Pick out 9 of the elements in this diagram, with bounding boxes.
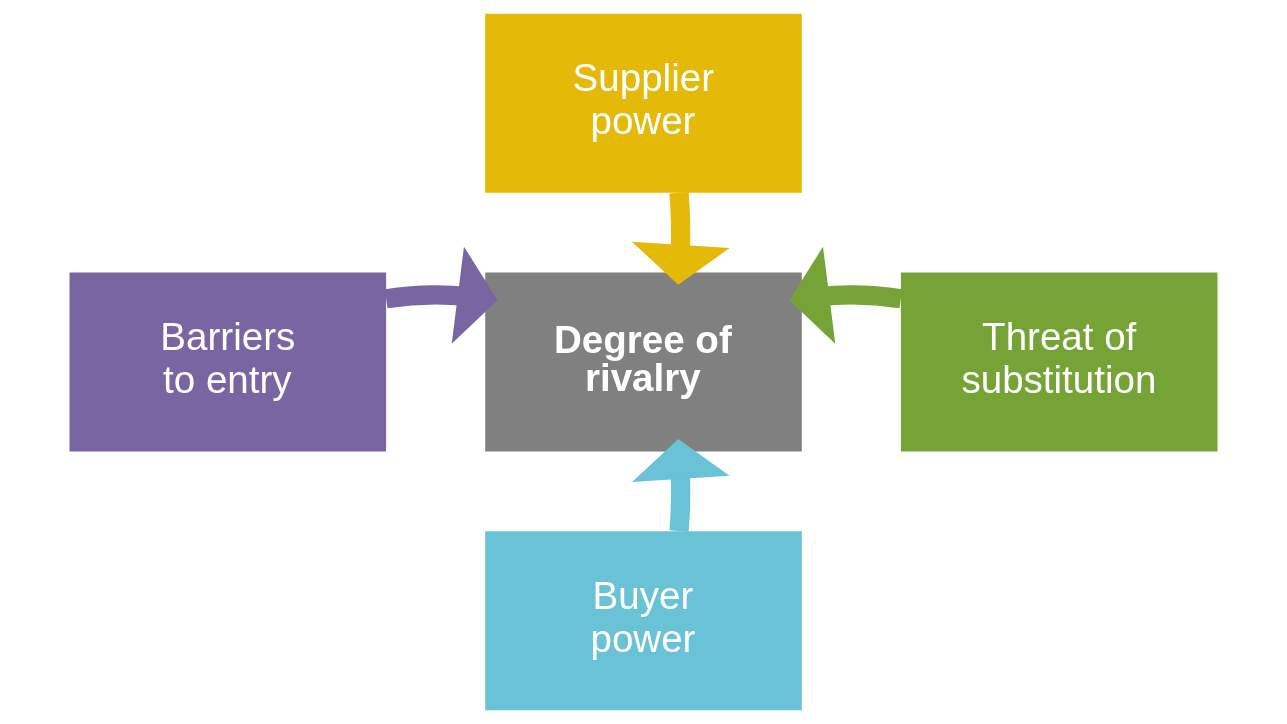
arrow [631, 191, 730, 285]
node-box: Threat of substitution [900, 272, 1218, 452]
arrow [789, 246, 903, 344]
arrow [384, 246, 498, 344]
arrow [631, 439, 730, 532]
node-box: Supplier power [485, 13, 802, 193]
node-box: Degree of rivalry [485, 272, 802, 452]
node-box: Buyer power [485, 531, 802, 711]
node-box: Barriers to entry [69, 272, 387, 452]
